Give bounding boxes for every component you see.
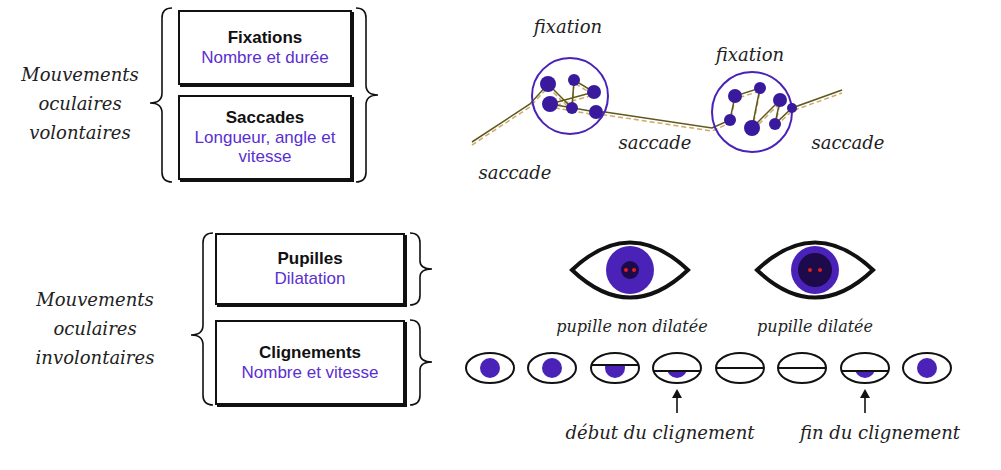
- group-label: Mouvements oculaires volontaires: [5, 60, 155, 147]
- gaze-point: [724, 114, 736, 126]
- reflection: [632, 268, 636, 272]
- category-box: ClignementsNombre et vitesse: [215, 320, 405, 405]
- box-metric: Nombre et vitesse: [242, 363, 379, 383]
- fixation-label: fixation: [503, 12, 633, 41]
- arrow-head: [672, 389, 682, 398]
- blink-eye: [653, 353, 701, 383]
- gaze-points: [540, 74, 797, 136]
- eyelid: [592, 364, 639, 366]
- arrow-head: [860, 389, 870, 398]
- pupil: [798, 253, 832, 287]
- blink-eye: [716, 353, 764, 383]
- box-metric: Longueur, angle et vitesse: [188, 128, 342, 167]
- iris: [606, 246, 654, 294]
- curly-brace: [191, 233, 213, 405]
- blink-caption: début du clignement: [540, 418, 780, 447]
- gaze-point: [542, 96, 558, 112]
- gaze-point: [787, 103, 797, 113]
- gaze-point: [754, 82, 766, 94]
- eye-outline: [903, 353, 951, 383]
- fixation-label: fixation: [685, 40, 815, 69]
- eye-outline: [466, 353, 514, 383]
- gaze-point: [773, 93, 787, 107]
- eye-dilated: [757, 243, 873, 298]
- box-heading: Fixations: [228, 28, 303, 48]
- eye-outline: [572, 243, 688, 298]
- gaze-point: [744, 120, 760, 136]
- eyelid: [778, 367, 826, 369]
- eyelid: [654, 370, 701, 372]
- reflection: [818, 268, 822, 272]
- iris: [605, 365, 625, 378]
- eye-undilated: [572, 243, 688, 298]
- eye-outline: [591, 353, 639, 383]
- saccade-label: saccade: [590, 128, 720, 157]
- blink-eye: [903, 353, 951, 383]
- eye-caption: pupille non dilatée: [532, 316, 732, 338]
- eyelid: [716, 367, 764, 369]
- curly-brace: [410, 233, 432, 305]
- pointer-arrow: [672, 389, 682, 413]
- category-box: FixationsNombre et durée: [178, 10, 352, 85]
- eye-outline: [716, 353, 764, 383]
- eye-outline: [653, 353, 701, 383]
- box-heading: Saccades: [226, 108, 304, 128]
- arrow-shaft: [676, 396, 678, 413]
- blink-caption: fin du clignement: [770, 418, 990, 447]
- gaze-point: [566, 102, 578, 114]
- iris: [480, 358, 500, 378]
- arrow-shaft: [864, 396, 866, 413]
- saccade-label: saccade: [783, 128, 913, 157]
- blink-eye: [778, 353, 826, 383]
- box-metric: Nombre et durée: [201, 48, 329, 68]
- eye-outline: [778, 353, 826, 383]
- eye-outline: [757, 243, 873, 298]
- iris: [542, 358, 562, 378]
- gaze-point: [568, 74, 580, 86]
- eye-outline: [528, 353, 576, 383]
- box-heading: Pupilles: [277, 249, 342, 269]
- pupil: [621, 261, 639, 279]
- gaze-point: [540, 76, 556, 92]
- iris: [855, 371, 875, 378]
- fixation-circle: [532, 58, 608, 134]
- curly-brace: [150, 8, 172, 182]
- gaze-point: [769, 118, 781, 130]
- blink-sequence: [466, 353, 951, 383]
- iris: [667, 371, 687, 378]
- blink-eye: [841, 353, 889, 383]
- category-box: SaccadesLongueur, angle et vitesse: [178, 95, 352, 180]
- gaze-point: [589, 105, 603, 119]
- braces: [150, 8, 432, 405]
- iris: [791, 246, 839, 294]
- eye-outline: [841, 353, 889, 383]
- curly-brace: [410, 320, 432, 405]
- box-metric: Dilatation: [275, 269, 346, 289]
- blink-eye: [591, 353, 639, 383]
- reflection: [624, 268, 628, 272]
- curly-brace: [356, 8, 378, 182]
- pointer-arrow: [860, 389, 870, 413]
- eyelid: [842, 370, 889, 372]
- category-box: PupillesDilatation: [215, 233, 405, 305]
- gaze-point: [728, 89, 742, 103]
- box-heading: Clignements: [259, 343, 361, 363]
- saccade-label: saccade: [450, 158, 580, 187]
- blink-eye: [466, 353, 514, 383]
- blink-eye: [528, 353, 576, 383]
- fixation-circle: [712, 72, 792, 152]
- group-label: Mouvements oculaires involontaires: [1, 285, 189, 372]
- iris: [917, 358, 937, 378]
- reflection: [808, 268, 812, 272]
- eye-caption: pupille dilatée: [730, 316, 900, 338]
- gaze-point: [587, 85, 601, 99]
